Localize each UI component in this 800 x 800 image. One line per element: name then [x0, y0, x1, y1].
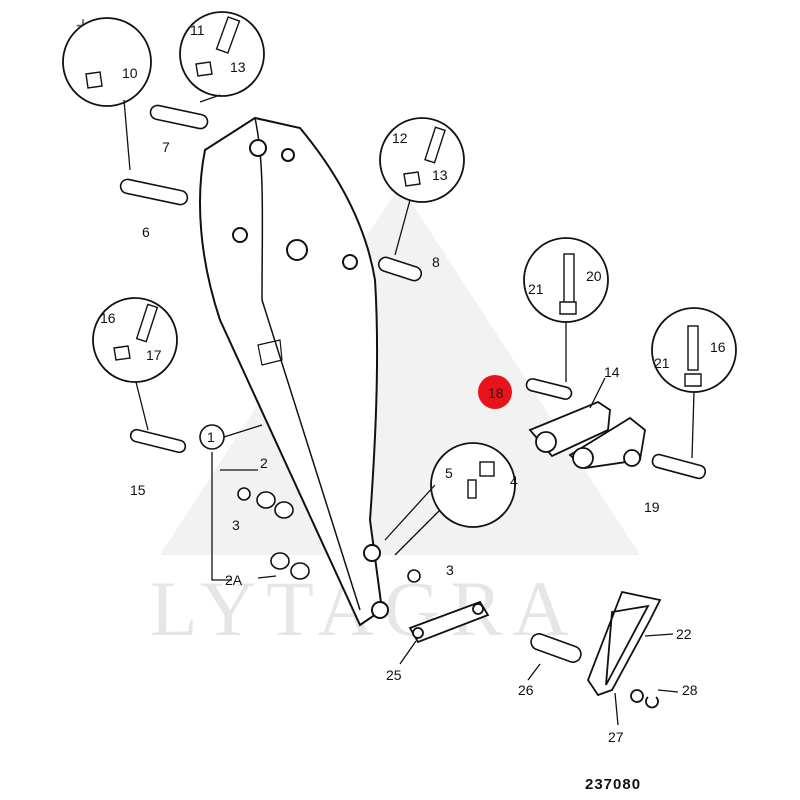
callout-3b: 3 [446, 562, 454, 578]
pin-8 [377, 256, 423, 282]
bushes [237, 487, 421, 583]
callout-16a: 16 [100, 310, 116, 326]
pin-15 [129, 428, 187, 454]
link-14 [528, 400, 646, 469]
detail-16-17 [92, 297, 178, 383]
pin-26 [530, 633, 582, 663]
leader-lines [123, 94, 695, 726]
callout-6: 6 [142, 224, 150, 240]
pin-19 [651, 453, 707, 480]
callout-21b: 21 [654, 355, 670, 371]
bolts [85, 16, 702, 499]
callout-16b: 16 [710, 339, 726, 355]
callout-2: 2 [260, 455, 268, 471]
bush-3 [237, 487, 251, 501]
callout-2a: 2A [225, 572, 243, 588]
callout-4: 4 [510, 473, 518, 489]
drawing-number: 237080 [585, 776, 641, 793]
callout-20: 20 [586, 268, 602, 284]
callout-19: 19 [644, 499, 660, 515]
callout-1: 1 [207, 429, 215, 445]
callout-14: 14 [604, 364, 620, 380]
bush-2a-1 [270, 552, 290, 570]
dipper-arm [199, 116, 389, 627]
callout-3a: 3 [232, 517, 240, 533]
callout-13a: 13 [230, 59, 246, 75]
callout-27: 27 [608, 729, 624, 745]
pin-6 [119, 178, 189, 206]
detail-12-13 [379, 117, 465, 203]
callout-8: 8 [432, 254, 440, 270]
callout-12: 12 [392, 130, 408, 146]
bush-2b [274, 501, 294, 519]
highlighted-callout-marker [478, 375, 512, 409]
plate-25 [408, 600, 490, 644]
callout-10: 10 [122, 65, 138, 81]
callout-15: 15 [130, 482, 146, 498]
pins [119, 104, 707, 663]
callout-7: 7 [162, 139, 170, 155]
callout-26: 26 [518, 682, 534, 698]
callout-28: 28 [682, 682, 698, 698]
bush-3b [407, 569, 421, 583]
callout-17: 17 [146, 347, 162, 363]
pin-7 [149, 104, 209, 130]
link-22 [586, 590, 662, 709]
callout-1-ring [199, 424, 225, 450]
callout-21a: 21 [528, 281, 544, 297]
pin-18 [525, 378, 573, 400]
callout-11: 11 [190, 22, 205, 38]
callout-18: 18 [488, 385, 504, 401]
detail-10 [62, 17, 152, 107]
bush-2a [256, 491, 276, 509]
bush-2a-2 [290, 562, 310, 580]
callout-labels: 1 2 2A 3 3 4 5 6 7 8 10 11 12 13 13 14 1… [100, 22, 726, 745]
callout-5: 5 [445, 465, 453, 481]
callout-22: 22 [676, 626, 692, 642]
callout-13b: 13 [432, 167, 448, 183]
callout-25: 25 [386, 667, 402, 683]
